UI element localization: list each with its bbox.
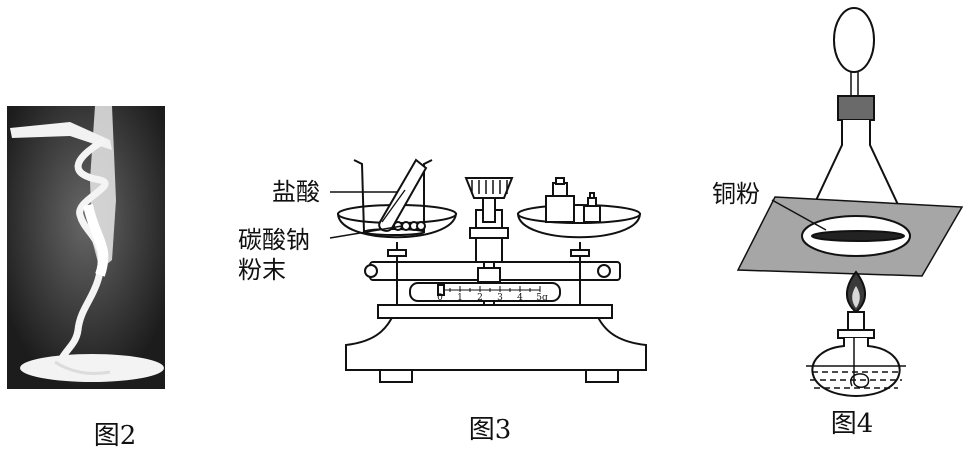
fig3-caption: 图3 bbox=[469, 415, 512, 445]
tick-label: 1 bbox=[457, 293, 463, 303]
label-hydrochloric-acid: 盐酸 bbox=[272, 178, 320, 206]
tick-label: 0 bbox=[437, 293, 443, 303]
fig2-caption: 图2 bbox=[94, 421, 137, 451]
tick-label: 2 bbox=[477, 293, 483, 303]
fig4-apparatus bbox=[736, 7, 964, 398]
fig2-photo bbox=[7, 106, 165, 389]
tick-label: 5g bbox=[536, 293, 548, 303]
label-sodium-carbonate: 碳酸钠 bbox=[238, 226, 310, 254]
fig3-scale-ticks: 0 1 2 3 4 5g bbox=[437, 293, 548, 303]
tick-label: 3 bbox=[497, 293, 503, 303]
label-powder: 粉末 bbox=[238, 256, 286, 284]
fig4-caption: 图4 bbox=[831, 409, 874, 439]
label-copper-powder: 铜粉 bbox=[712, 180, 760, 208]
fig3-balance bbox=[329, 158, 647, 383]
tick-label: 4 bbox=[517, 293, 523, 303]
